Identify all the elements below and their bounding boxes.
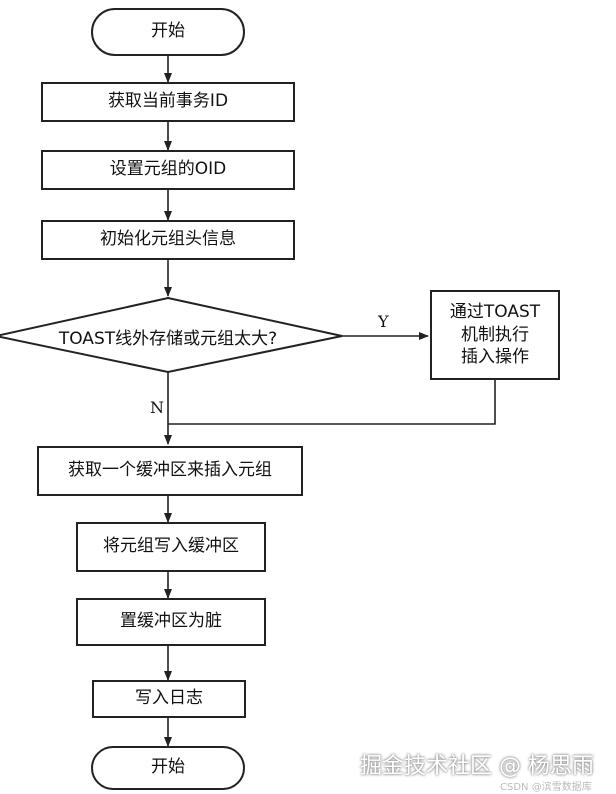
- step-set-tuple-oid: 设置元组的OID: [41, 150, 295, 190]
- step-init-tuple-header: 初始化元组头信息: [41, 220, 295, 260]
- yes-label: Y: [378, 312, 389, 331]
- watermark: 掘金技术社区 @ 杨思雨: [360, 754, 594, 779]
- decision-label: TOAST线外存储或元组太大?: [58, 329, 278, 349]
- toast-line-2: 机制执行: [461, 324, 529, 345]
- toast-line-1: 通过TOAST: [449, 301, 541, 322]
- start-terminator: 开始: [91, 8, 245, 56]
- step-mark-buffer-dirty: 置缓冲区为脏: [76, 598, 266, 646]
- start-label: 开始: [151, 21, 185, 42]
- toast-insert-box: 通过TOAST 机制执行 插入操作: [430, 290, 560, 380]
- no-label: N: [150, 398, 164, 417]
- end-terminator: 开始: [91, 746, 245, 790]
- step-get-transaction-id: 获取当前事务ID: [41, 82, 295, 122]
- step-write-log: 写入日志: [92, 680, 246, 718]
- step-label: 设置元组的OID: [109, 159, 227, 180]
- step-label: 置缓冲区为脏: [120, 611, 222, 632]
- step-label: 获取当前事务ID: [107, 91, 229, 112]
- arrow-toast-merge: [168, 380, 496, 425]
- toast-line-3: 插入操作: [461, 347, 529, 368]
- watermark-sub: CSDN @滨雪数据库: [500, 782, 592, 793]
- end-label: 开始: [151, 757, 185, 778]
- step-get-buffer: 获取一个缓冲区来插入元组: [37, 446, 303, 496]
- step-label: 初始化元组头信息: [100, 229, 236, 250]
- step-write-tuple-buffer: 将元组写入缓冲区: [76, 522, 266, 572]
- step-label: 写入日志: [135, 688, 203, 709]
- step-label: 获取一个缓冲区来插入元组: [68, 460, 272, 481]
- step-label: 将元组写入缓冲区: [103, 536, 239, 557]
